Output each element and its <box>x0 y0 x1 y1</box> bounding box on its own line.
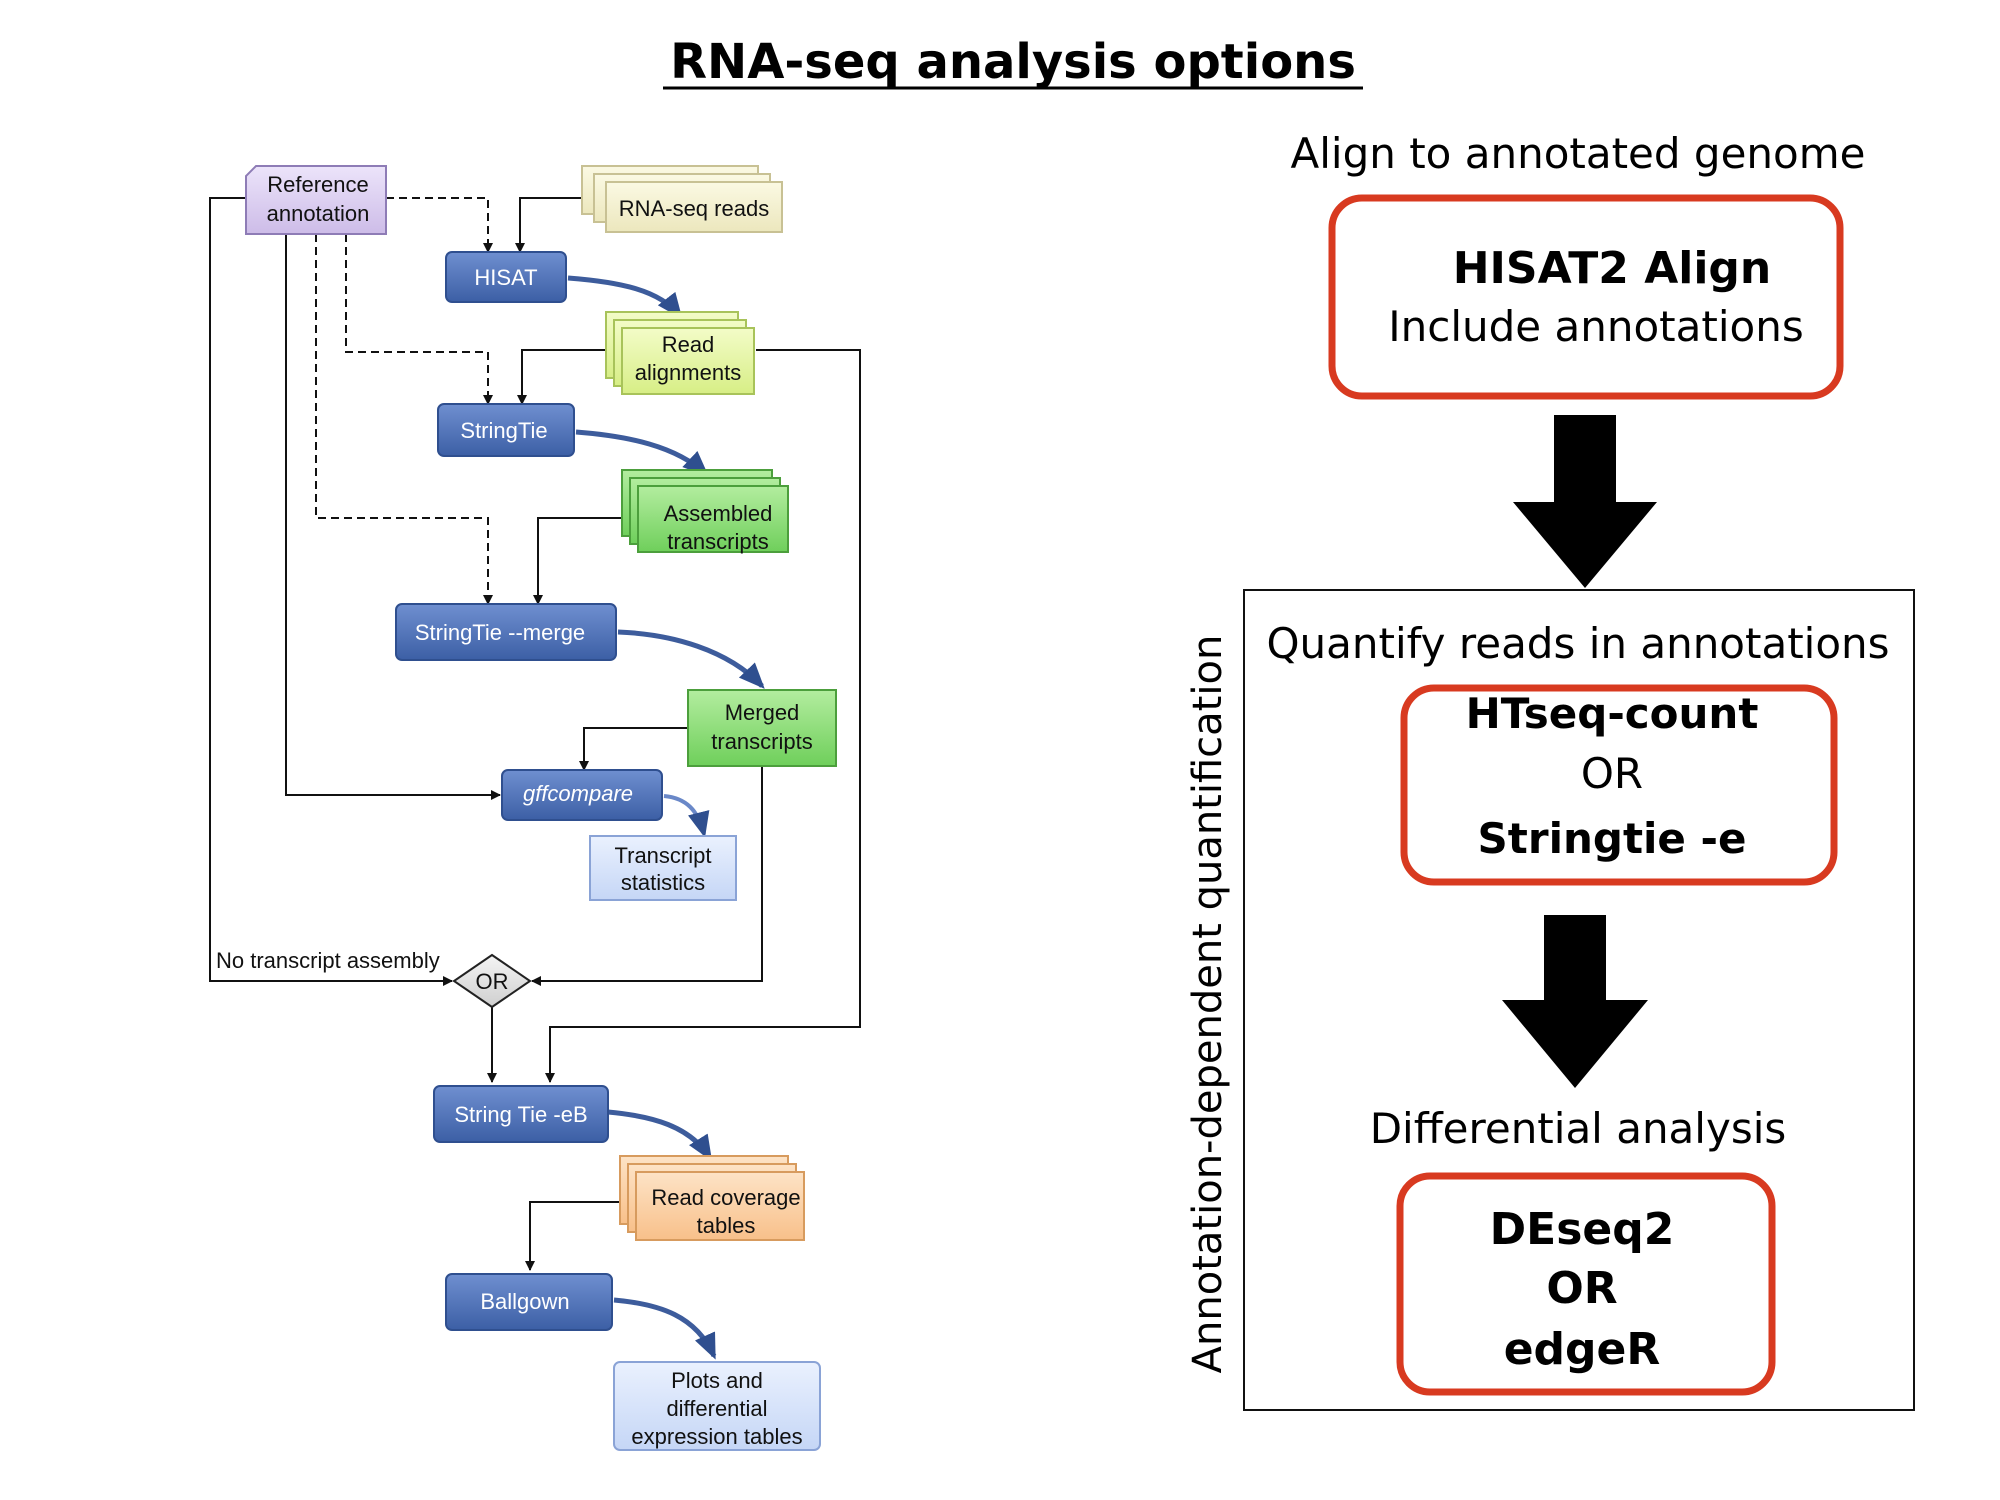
or-decision-node: OR <box>452 953 532 1009</box>
gffcompare-node: gffcompare <box>501 769 663 821</box>
read-coverage-tables-line1: Read coverage <box>651 1185 800 1210</box>
hisat2-box-line1: HISAT2 Align <box>1453 243 1772 294</box>
read-coverage-tables-line2: tables <box>697 1213 756 1238</box>
transcript-statistics-line2: statistics <box>621 870 705 895</box>
assembled-transcripts-line2: transcripts <box>667 529 768 554</box>
plots-tables-node: Plots and differential expression tables <box>613 1361 821 1451</box>
page-title: RNA-seq analysis options <box>670 34 1356 90</box>
down-arrow-icon <box>1502 915 1648 1088</box>
differential-box-line1: DEseq2 <box>1490 1204 1675 1255</box>
read-alignments-line1: Read <box>662 332 715 357</box>
differential-box-line2: OR <box>1546 1263 1617 1314</box>
or-decision-label: OR <box>476 969 509 994</box>
annotation-dependent-panel <box>1243 589 1915 1411</box>
merged-transcripts-node: Merged transcripts <box>687 689 837 767</box>
down-arrow-icon <box>1513 415 1657 588</box>
differential-box-line3: edgeR <box>1504 1324 1661 1375</box>
stringtie-eb-node: String Tie -eB <box>433 1085 609 1143</box>
differential-box: DEseq2 OR edgeR <box>1396 1172 1776 1396</box>
quantify-heading: Quantify reads in annotations <box>1266 619 1889 668</box>
quantify-box-line2: OR <box>1581 749 1643 798</box>
hisat-node: HISAT <box>445 251 567 303</box>
read-alignments-node: Read alignments <box>605 311 755 395</box>
stringtie-merge-label: StringTie --merge <box>415 620 585 645</box>
plots-tables-line3: expression tables <box>631 1424 802 1449</box>
reference-annotation-line1: Reference <box>267 172 369 197</box>
stringtie-label: StringTie <box>460 418 547 443</box>
hisat-label: HISAT <box>474 265 537 290</box>
hisat2-box: HISAT2 Align Include annotations <box>1328 194 1844 400</box>
hisat2-box-line2: Include annotations <box>1388 302 1803 351</box>
plots-tables-line2: differential <box>666 1396 767 1421</box>
ballgown-node: Ballgown <box>445 1273 613 1331</box>
merged-transcripts-line1: Merged <box>725 700 800 725</box>
no-transcript-assembly-label: No transcript assembly <box>216 948 440 973</box>
quantify-box: HTseq-count OR Stringtie -e <box>1400 684 1838 886</box>
stringtie-eb-label: String Tie -eB <box>454 1102 587 1127</box>
stringtie-merge-node: StringTie --merge <box>395 603 617 661</box>
rnaseq-reads-label: RNA-seq reads <box>619 196 769 221</box>
reference-annotation-node: Reference annotation <box>245 165 387 235</box>
quantify-box-line1: HTseq-count <box>1466 689 1759 738</box>
assembled-transcripts-line1: Assembled <box>664 501 773 526</box>
differential-heading: Differential analysis <box>1370 1104 1787 1153</box>
transcript-statistics-node: Transcript statistics <box>589 835 737 901</box>
assembled-transcripts-node: Assembled transcripts <box>621 469 789 554</box>
rnaseq-reads-node: RNA-seq reads <box>581 165 783 233</box>
gffcompare-label: gffcompare <box>523 781 633 806</box>
transcript-statistics-line1: Transcript <box>615 843 712 868</box>
ballgown-label: Ballgown <box>480 1289 569 1314</box>
read-coverage-tables-node: Read coverage tables <box>619 1155 805 1241</box>
align-heading: Align to annotated genome <box>1291 129 1866 178</box>
plots-tables-line1: Plots and <box>671 1368 763 1393</box>
quantify-box-line3: Stringtie -e <box>1478 814 1747 863</box>
reference-annotation-line2: annotation <box>267 201 370 226</box>
stringtie-node: StringTie <box>437 403 575 457</box>
flowchart-connectors <box>209 197 861 1360</box>
read-alignments-line2: alignments <box>635 360 741 385</box>
merged-transcripts-line2: transcripts <box>711 729 812 754</box>
annotation-dependent-side-label: Annotation-dependent quantification <box>1185 635 1231 1374</box>
